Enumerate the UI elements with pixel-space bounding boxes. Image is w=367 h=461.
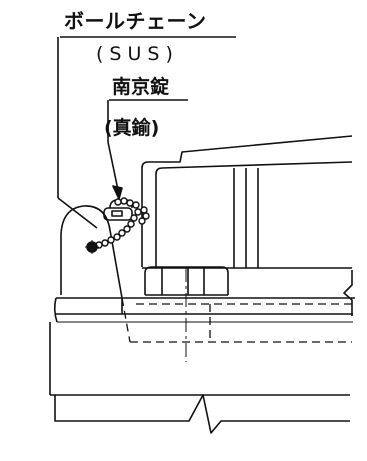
chain-material-label: (SUS) xyxy=(96,43,179,65)
padlock-label: 南京錠 xyxy=(112,76,170,98)
chain-end-ball xyxy=(85,240,99,254)
base-block xyxy=(49,298,353,434)
break-line xyxy=(343,270,353,316)
hidden-lines xyxy=(121,297,352,343)
padlock-material-label: (真鍮) xyxy=(104,117,160,139)
housing xyxy=(141,135,353,269)
ball-chain xyxy=(87,197,150,252)
bracket xyxy=(53,205,355,323)
ball-chain-label: ボールチェーン xyxy=(64,9,207,33)
leader-lines xyxy=(57,36,236,229)
